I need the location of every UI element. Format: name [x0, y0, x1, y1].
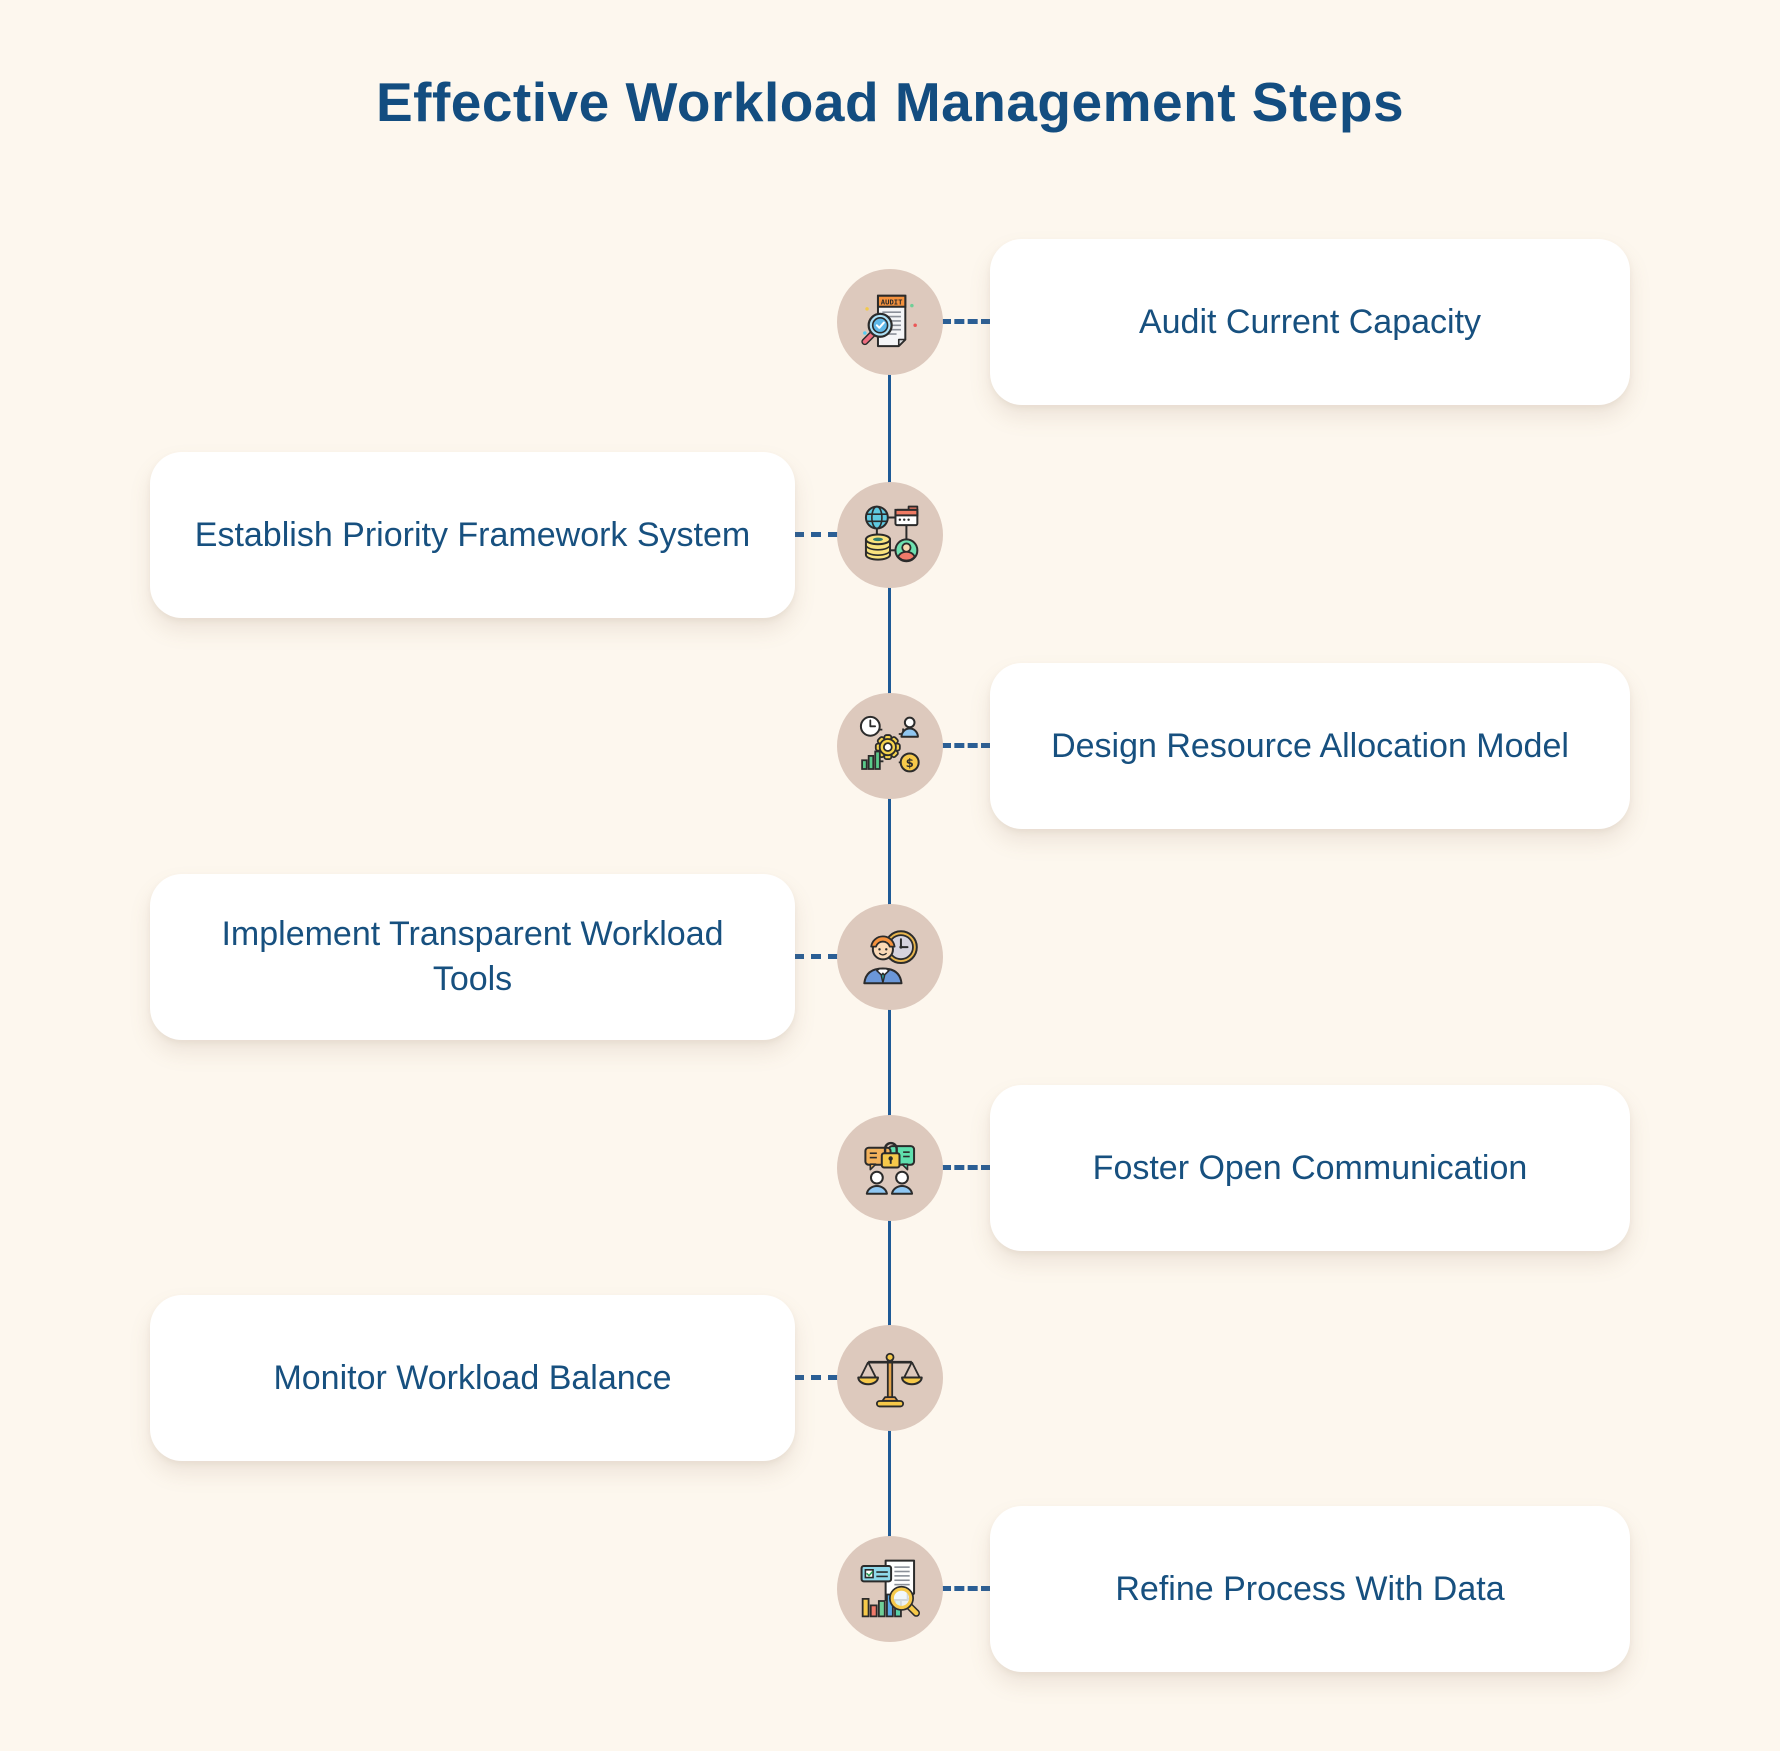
audit-document-magnifier-icon: AUDIT: [855, 287, 917, 357]
step-icon-circle: $: [837, 693, 943, 799]
page-title: Effective Workload Management Steps: [375, 71, 1405, 133]
balance-scale-icon: [855, 1343, 925, 1413]
step-label: Monitor Workload Balance: [273, 1358, 672, 1397]
step-card: Refine Process With Data: [990, 1506, 1630, 1672]
step-icon-circle: [837, 1325, 943, 1431]
data-network-icon: [855, 500, 925, 570]
step-label: Design Resource Allocation Model: [1051, 726, 1569, 765]
gear-resources-icon: $: [855, 711, 925, 781]
step-label: Audit Current Capacity: [1138, 302, 1482, 341]
secure-chat-icon: [855, 1133, 925, 1203]
step-icon-circle: [837, 1536, 943, 1642]
step-label: Refine Process With Data: [1115, 1569, 1505, 1608]
connector-line: [941, 1586, 991, 1591]
connector-line: [794, 532, 838, 537]
step-label: Establish Priority Framework System: [194, 515, 751, 554]
connector-line: [941, 319, 991, 324]
step-card: Implement Transparent Workload Tools: [150, 874, 795, 1040]
step-label: Implement Transparent Workload Tools: [221, 915, 724, 998]
svg-text:AUDIT: AUDIT: [881, 297, 903, 306]
connector-line: [941, 743, 991, 748]
step-card: Audit Current Capacity: [990, 239, 1630, 405]
step-icon-circle: AUDIT: [837, 269, 943, 375]
step-icon-circle: [837, 904, 943, 1010]
connector-line: [941, 1165, 991, 1170]
connector-line: [794, 954, 838, 959]
step-card: Monitor Workload Balance: [150, 1295, 795, 1461]
data-analysis-magnifier-icon: [855, 1554, 925, 1624]
step-card: Establish Priority Framework System: [150, 452, 795, 618]
connector-line: [794, 1375, 838, 1380]
step-label: Foster Open Communication: [1092, 1148, 1528, 1187]
worker-clock-icon: [855, 922, 925, 992]
step-icon-circle: [837, 482, 943, 588]
step-icon-circle: [837, 1115, 943, 1221]
svg-text:$: $: [906, 756, 914, 770]
step-card: Design Resource Allocation Model: [990, 663, 1630, 829]
step-card: Foster Open Communication: [990, 1085, 1630, 1251]
